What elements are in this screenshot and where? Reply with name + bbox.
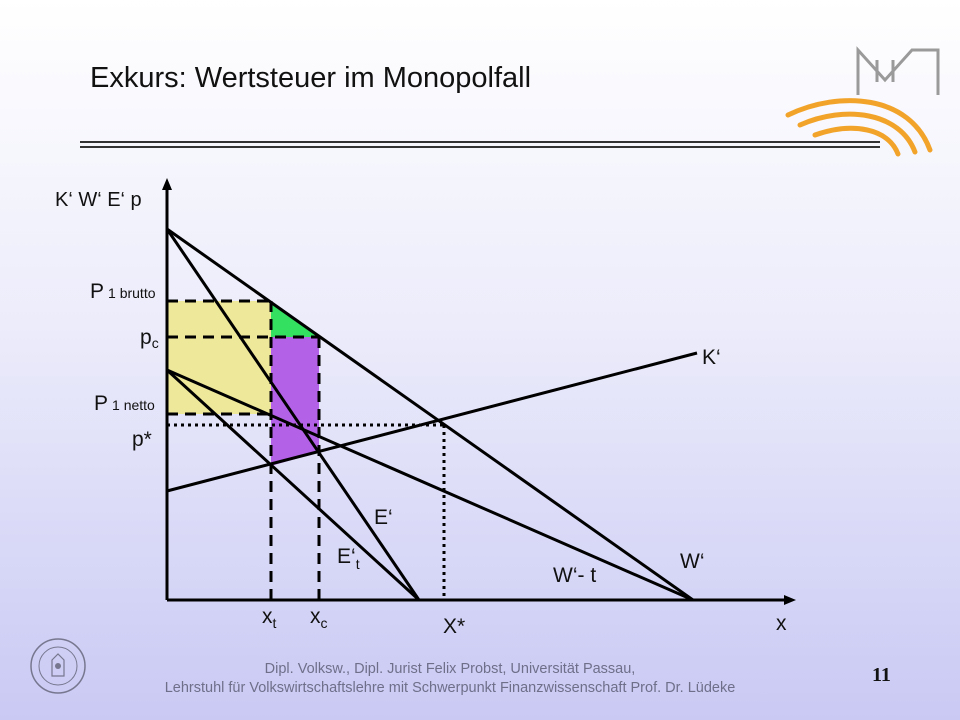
university-seal (30, 638, 86, 694)
logo-arches (856, 46, 940, 95)
xt-label: xt (262, 605, 277, 631)
k-curve (166, 351, 698, 493)
xt-main: x (262, 605, 273, 628)
y-axis-arrow (162, 178, 172, 190)
e-curve-label: E‘ (374, 506, 393, 529)
p1-brutto-sub: 1 brutto (108, 285, 156, 301)
difference-area (271, 337, 319, 466)
slide-title: Exkurs: Wertsteuer im Monopolfall (90, 62, 532, 94)
footer-line-1: Dipl. Volksw., Dipl. Jurist Felix Probst… (264, 661, 636, 677)
p1-brutto-main: P (90, 280, 104, 303)
wt-curve (166, 368, 694, 602)
et-curve-main: E‘ (337, 545, 356, 568)
wt-curve-label: W‘- t (553, 564, 596, 587)
pc-sub: c (152, 335, 159, 351)
et-curve (165, 368, 421, 602)
p1-netto-sub: 1 netto (112, 397, 155, 413)
xc-main: x (310, 605, 321, 628)
p-star-label: p* (132, 428, 152, 451)
et-curve-sub: t (356, 556, 360, 572)
page-number: 11 (872, 664, 891, 686)
pc-main: p (140, 326, 152, 349)
w-curve (166, 227, 694, 602)
x-axis-label: x (776, 612, 787, 635)
footer: Dipl. Volksw., Dipl. Jurist Felix Probst… (110, 660, 790, 698)
et-curve-label: E‘t (337, 545, 360, 572)
p1-netto-main: P (94, 392, 108, 415)
title-divider (80, 141, 880, 143)
footer-line-2: Lehrstuhl für Volkswirtschaftslehre mit … (164, 680, 736, 696)
tax-revenue-area (167, 301, 271, 414)
w-curve-label: W‘ (680, 550, 705, 573)
k-curve-label: K‘ (702, 346, 721, 369)
pc-label: pc (140, 326, 159, 351)
x-axis-arrow (784, 595, 796, 605)
xc-sub: c (321, 615, 328, 631)
y-axis-label: K‘ W‘ E‘ p (55, 189, 142, 211)
title-divider (80, 146, 880, 148)
x-star-label: X* (443, 615, 465, 638)
logo-swoosh (785, 98, 933, 157)
e-curve (165, 228, 421, 601)
university-logo (785, 46, 940, 157)
xc-label: xc (310, 605, 328, 631)
xt-sub: t (273, 615, 277, 631)
